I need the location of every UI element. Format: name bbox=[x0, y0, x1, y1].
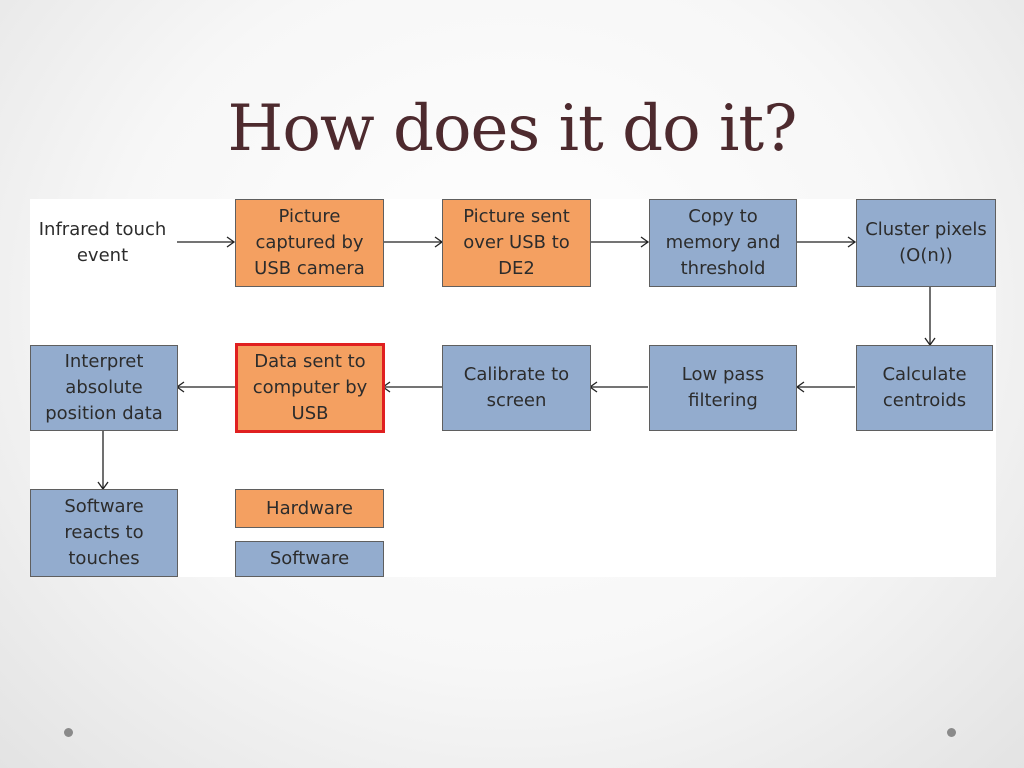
legend-software: Software bbox=[235, 541, 384, 577]
node-infrared-touch-event: Infrared touch event bbox=[38, 218, 167, 266]
arrowhead bbox=[847, 236, 857, 248]
arrowhead bbox=[640, 236, 650, 248]
slide-title: How does it do it? bbox=[227, 92, 798, 166]
arrowhead bbox=[226, 236, 236, 248]
node-interpret-position-data: Interpret absolute position data bbox=[30, 345, 178, 431]
slide-decoration-dot-right bbox=[947, 728, 956, 737]
node-picture-captured: Picture captured by USB camera bbox=[235, 199, 384, 287]
legend-hardware: Hardware bbox=[235, 489, 384, 528]
node-software-reacts: Software reacts to touches bbox=[30, 489, 178, 577]
flowchart: Infrared touch event Picture captured by… bbox=[30, 199, 996, 577]
slide-decoration-dot-left bbox=[64, 728, 73, 737]
node-picture-sent: Picture sent over USB to DE2 bbox=[442, 199, 591, 287]
node-cluster-pixels: Cluster pixels (O(n)) bbox=[856, 199, 996, 287]
arrowhead bbox=[795, 381, 805, 393]
node-data-sent-to-computer: Data sent to computer by USB bbox=[235, 343, 385, 433]
node-calibrate-to-screen: Calibrate to screen bbox=[442, 345, 591, 431]
node-copy-to-memory: Copy to memory and threshold bbox=[649, 199, 797, 287]
node-calculate-centroids: Calculate centroids bbox=[856, 345, 993, 431]
node-low-pass-filtering: Low pass filtering bbox=[649, 345, 797, 431]
